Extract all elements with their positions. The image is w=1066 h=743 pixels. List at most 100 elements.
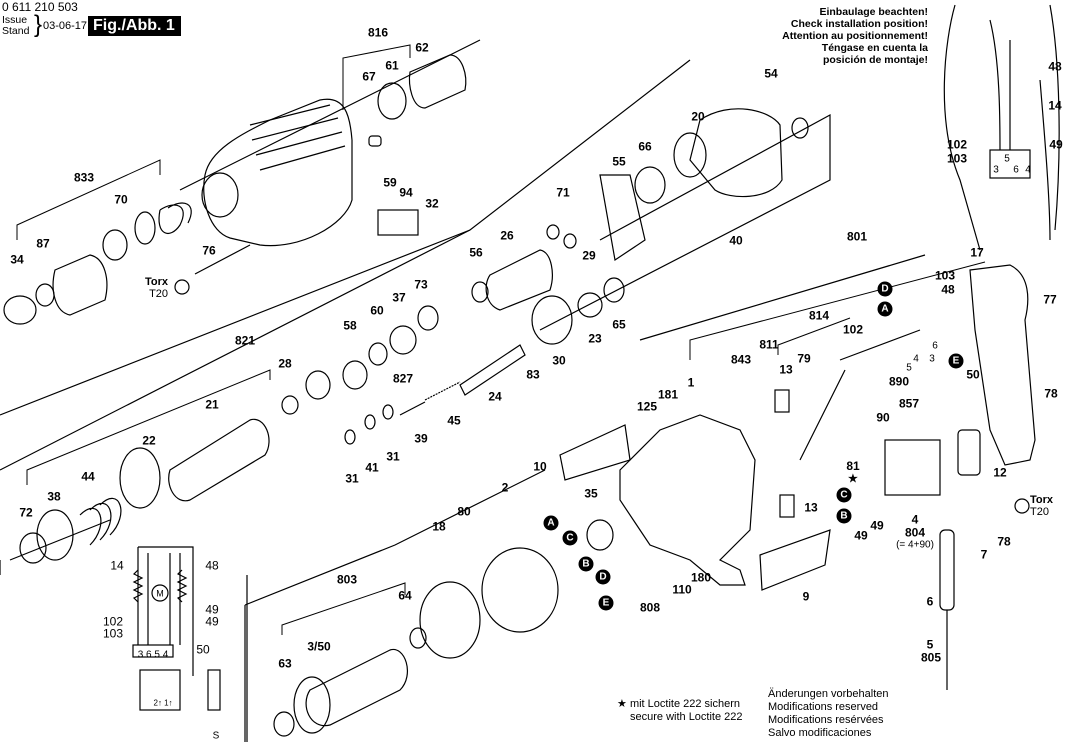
part-label-38: 38 (47, 489, 61, 504)
part-73-oring (417, 305, 439, 331)
schematic-label-50: 50 (196, 642, 210, 657)
part-label-37: 37 (392, 290, 406, 305)
part-1-housing (619, 414, 756, 586)
frame-handle (639, 254, 926, 341)
document-number: 0 611 210 503 (2, 0, 78, 14)
torx-name: Torx (145, 276, 169, 288)
terminal-6: 6 (932, 340, 938, 352)
loctite-star-icon: ★ (617, 698, 627, 710)
connector-marker-d-motor: D (595, 569, 611, 585)
part-label-20: 20 (691, 109, 705, 124)
part-37-bush (389, 325, 417, 355)
stand-label: Stand (2, 25, 30, 37)
connector-marker-b: B (836, 508, 852, 524)
wiring-schematic (132, 546, 221, 711)
part-67-pin (368, 135, 382, 147)
issue-stand-label: Issue Stand (2, 15, 29, 37)
part-13-brush-holder (774, 389, 790, 413)
part-72-ring (19, 532, 47, 564)
leader-803 (281, 582, 406, 635)
frame-top (179, 39, 481, 191)
part-label-70: 70 (114, 192, 128, 207)
schematic-label-49-a: 49 (205, 602, 219, 617)
part-label-7: 7 (980, 547, 988, 562)
part-2-stator (481, 547, 559, 633)
loctite-star-icon: ★ (848, 473, 858, 485)
warning-line: Check installation position! (790, 18, 928, 30)
housing-ribs (249, 104, 346, 171)
part-label-21: 21 (205, 397, 219, 412)
part-label-9: 9 (802, 589, 810, 604)
inset-terminal-3: 3 (993, 164, 999, 176)
handle-group (774, 264, 1036, 690)
part-label-804-note: (= 4+90) (896, 539, 934, 551)
schematic-label-102: 102 (102, 614, 124, 629)
schematic-switch-terminals: 2↑ 1↑ (153, 698, 173, 708)
part-label-45: 45 (447, 413, 461, 428)
part-label-32: 32 (425, 196, 439, 211)
part-38-washer (36, 509, 74, 561)
part-61-ring (377, 82, 407, 120)
connector-marker-e-motor: E (598, 595, 614, 611)
torx-size: T20 (1030, 506, 1049, 518)
housing-body (203, 98, 353, 247)
warning-line: Einbaulage beachten! (819, 6, 928, 18)
leader-816 (342, 44, 411, 110)
issue-label: Issue (2, 14, 28, 26)
part-label-804: 804 (904, 525, 926, 540)
part-label-22: 22 (142, 433, 156, 448)
part-35-bearing (586, 519, 614, 551)
torx-callout: Torx T20 (145, 276, 168, 300)
part-label-76: 76 (202, 243, 216, 258)
schematic-capacitor (207, 669, 221, 711)
part-label-30: 30 (552, 353, 566, 368)
part-label-3-50: 3/50 (307, 639, 331, 654)
part-833-sleeve (52, 254, 108, 316)
part-label-13-b: 13 (804, 500, 818, 515)
part-9-label (759, 529, 831, 591)
part-label-63: 63 (278, 656, 292, 671)
schematic-terminals: 3 6 5 4 (137, 649, 169, 661)
schematic-plug: S (212, 730, 220, 742)
part-label-62: 62 (415, 40, 429, 55)
part-17-handle (969, 264, 1036, 466)
inset-label-14: 14 (1048, 98, 1062, 113)
motor-group (273, 414, 831, 737)
part-54-oring (791, 117, 809, 139)
frame-motor-top (244, 469, 546, 606)
part-label-61: 61 (385, 58, 399, 73)
modifications-es: Salvo modificaciones (768, 727, 872, 739)
part-31-washer-b (382, 404, 394, 420)
installation-warning: Einbaulage beachten! Check installation … (782, 6, 928, 66)
part-label-110: 110 (672, 582, 692, 597)
schematic-label-48: 48 (205, 558, 219, 573)
part-label-125: 125 (636, 399, 658, 414)
warning-line: Téngase en cuenta la (821, 42, 928, 54)
modifications-note: Änderungen vorbehalten Modifications res… (768, 688, 888, 740)
connector-marker-a: A (877, 301, 893, 317)
part-label-811: 811 (759, 337, 779, 352)
part-label-31-a: 31 (345, 471, 359, 486)
connector-marker-d: D (877, 281, 893, 297)
part-62-sleeve (408, 54, 467, 109)
part-label-808: 808 (639, 600, 661, 615)
loctite-note: ★ mit Loctite 222 sichern secure with Lo… (617, 698, 743, 724)
part-55-gasket (599, 174, 646, 262)
part-label-6: 6 (926, 594, 934, 609)
part-34-cap (3, 295, 37, 325)
part-label-73: 73 (414, 277, 428, 292)
brace: } (34, 11, 43, 38)
part-label-24: 24 (488, 389, 502, 404)
part-label-67: 67 (362, 69, 376, 84)
torx-size: T20 (149, 288, 169, 300)
part-31-washer-a (344, 429, 356, 445)
part-label-843: 843 (730, 352, 752, 367)
part-58-ring (342, 360, 368, 390)
warning-line: posición de montaje! (822, 54, 928, 66)
part-label-102: 102 (842, 322, 864, 337)
leader-833 (16, 159, 161, 240)
torx-glyphs (174, 279, 1030, 514)
part-label-18: 18 (432, 519, 446, 534)
part-label-56: 56 (469, 245, 483, 260)
part-label-90: 90 (876, 410, 890, 425)
